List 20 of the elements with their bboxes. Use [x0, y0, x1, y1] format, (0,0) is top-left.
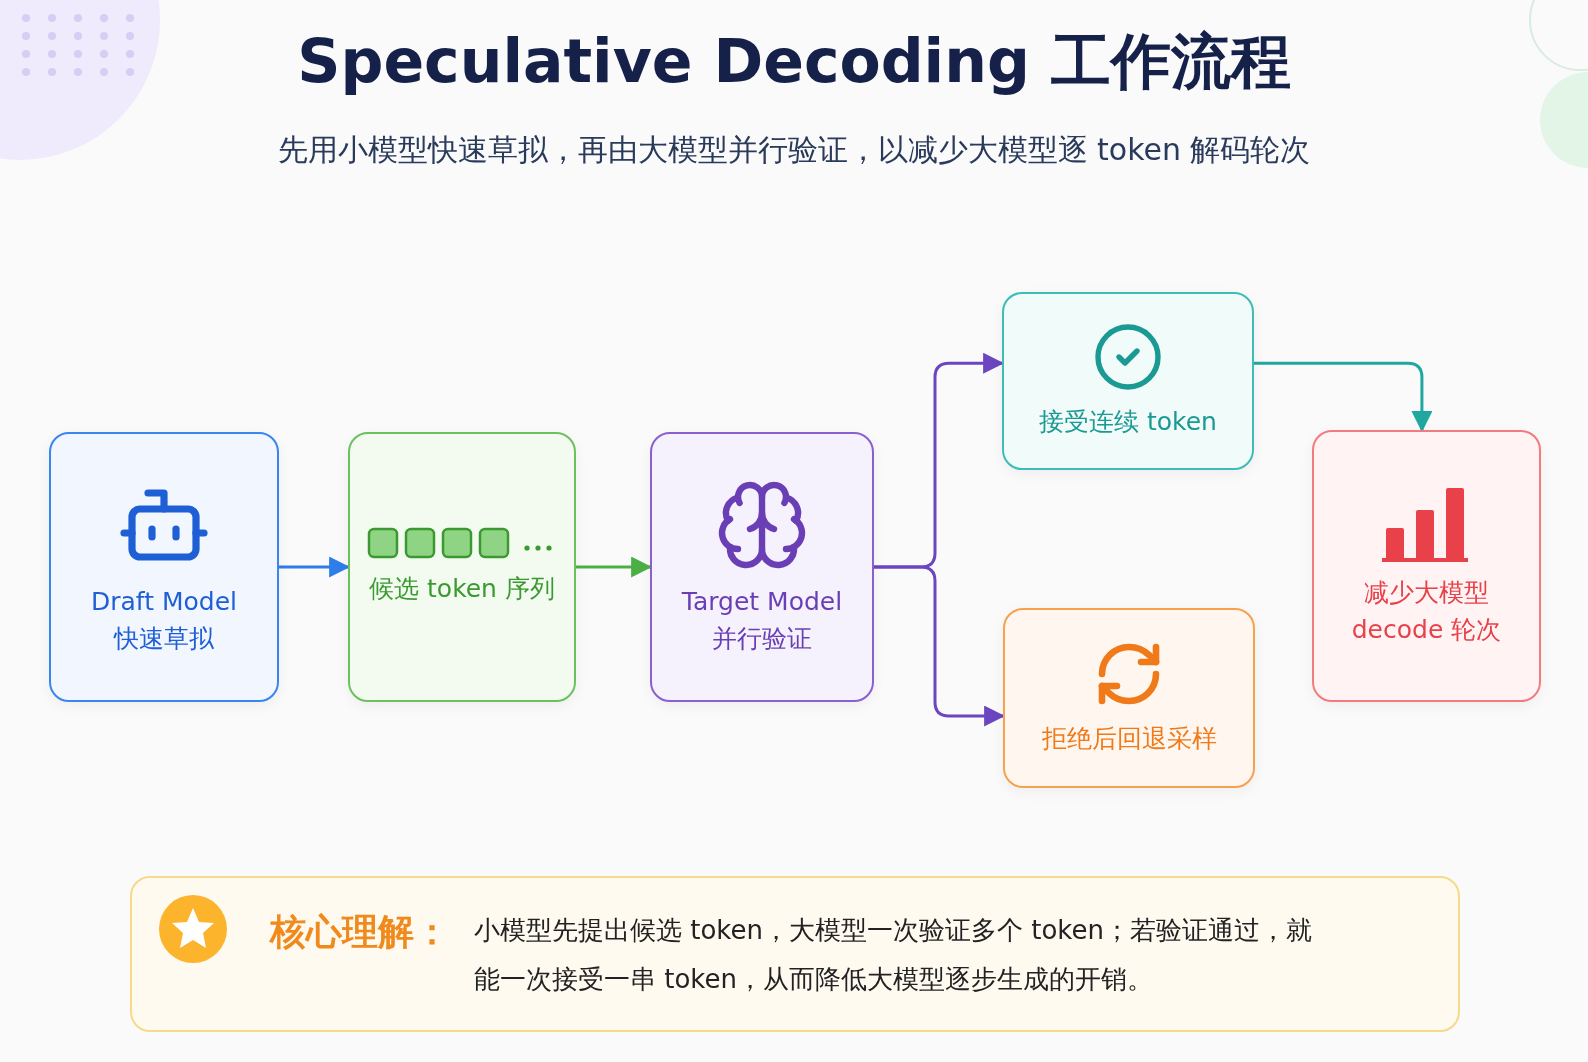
title: Speculative Decoding 工作流程: [296, 25, 1292, 98]
arrow: [1254, 361, 1433, 433]
node-label: 拒绝后回退采样: [1040, 723, 1218, 756]
note-text: 小模型先提出候选 token，大模型一次验证多个 token；若验证通过，就能一次接受一串 token，从而降低大模型逐步生成的开销。: [474, 914, 1313, 997]
process-box: [348, 432, 576, 702]
node-label: Target Model: [680, 585, 844, 618]
process-box: [1312, 430, 1541, 702]
subtitle: 先用小模型快速草拟，再由大模型并行验证，以减少大模型逐 token 解码轮次: [276, 131, 1312, 169]
node-label: 并行验证: [711, 623, 813, 655]
node-label: 快速草拟: [112, 623, 215, 655]
process-box: [49, 432, 279, 702]
note-heading: 核心理解：: [270, 910, 450, 954]
note-panel: [130, 876, 1460, 1032]
node-label: 减少大模型 decode 轮次: [1350, 576, 1503, 646]
process-box: [1003, 608, 1255, 788]
process-box: [1002, 292, 1254, 470]
node-label: 接受连续 token: [1038, 406, 1218, 439]
node-label: 候选 token 序列: [368, 573, 556, 606]
process-box: [650, 432, 874, 702]
node-label: Draft Model: [90, 585, 238, 618]
